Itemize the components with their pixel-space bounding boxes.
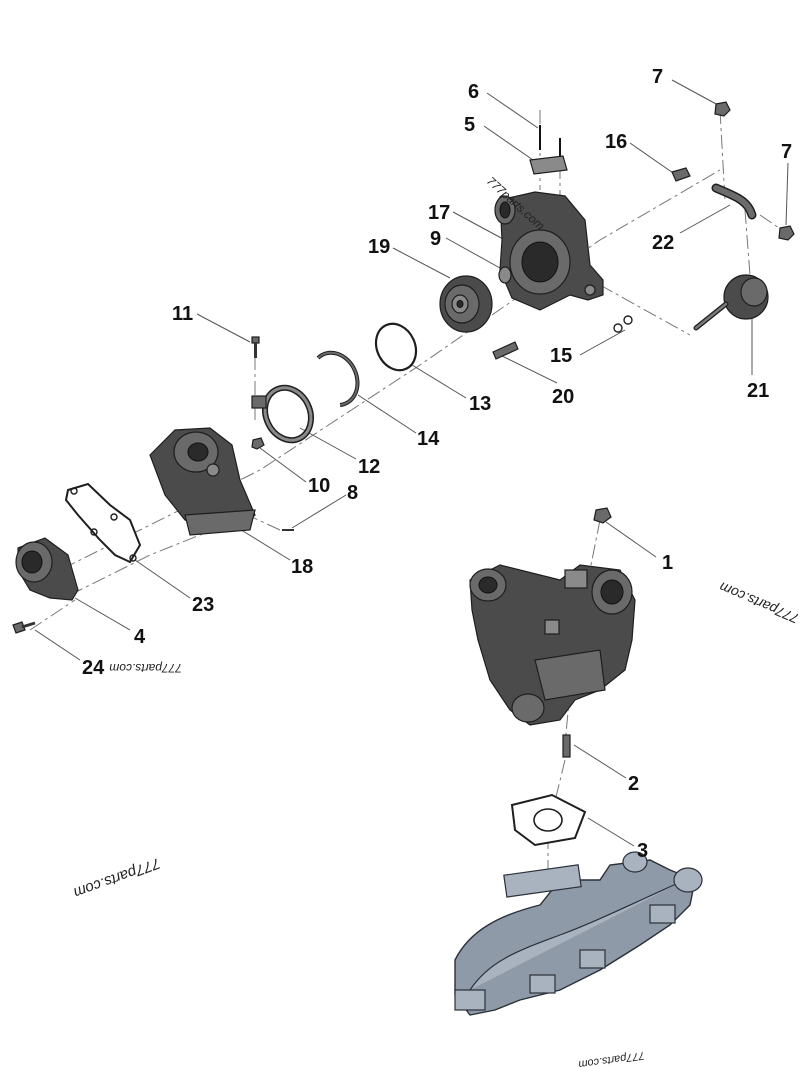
callout-7-top: 7 [652, 66, 663, 88]
callout-9: 9 [430, 228, 441, 250]
callout-23: 23 [192, 594, 214, 616]
callout-22: 22 [652, 232, 674, 254]
part-20-rod[interactable] [492, 341, 519, 360]
callout-6: 6 [468, 81, 479, 103]
leader-lines [34, 79, 789, 847]
assembly-axis-lines [29, 109, 786, 885]
part-6-pin[interactable] [539, 125, 561, 158]
part-16-fitting[interactable] [671, 167, 691, 182]
callout-11: 11 [172, 303, 193, 325]
callout-16: 16 [605, 131, 627, 153]
part-11-bolt[interactable] [251, 336, 260, 358]
part-15-o-rings[interactable] [613, 315, 633, 333]
callout-3: 3 [637, 840, 648, 862]
callout-17: 17 [428, 202, 450, 224]
part-23-gasket[interactable] [64, 482, 142, 564]
callout-labels: 7 6 5 16 7 17 9 19 22 11 15 20 21 13 14 … [82, 66, 792, 862]
part-22-hose[interactable] [711, 183, 757, 220]
part-5-plate[interactable] [529, 155, 568, 175]
part-4-elbow-adapter[interactable] [15, 537, 79, 601]
part-10-nut[interactable] [251, 437, 265, 450]
part-24-bolt[interactable] [12, 621, 36, 634]
callout-14: 14 [417, 428, 440, 450]
part-13-o-ring[interactable] [369, 317, 424, 377]
part-18-turbine-housing[interactable] [149, 427, 256, 536]
callout-20: 20 [552, 386, 574, 408]
part-17-compressor-housing[interactable] [494, 191, 604, 311]
part-7-nut-right[interactable] [778, 225, 795, 241]
callout-12: 12 [358, 456, 380, 478]
exhaust-manifold[interactable] [454, 851, 703, 1016]
turbocharger-assembly[interactable] [469, 564, 636, 726]
callout-18: 18 [291, 556, 313, 578]
callout-13: 13 [469, 393, 491, 415]
callout-24: 24 [82, 657, 105, 679]
callout-4: 4 [134, 626, 146, 648]
callout-7-right: 7 [781, 141, 792, 163]
part-3-gasket[interactable] [510, 793, 587, 847]
part-14-snap-ring[interactable] [316, 350, 360, 407]
part-21-actuator[interactable] [693, 274, 769, 331]
callout-2: 2 [628, 773, 639, 795]
part-9-gasket[interactable] [498, 266, 512, 284]
part-7-nut-top[interactable] [714, 101, 731, 117]
watermark-text: 777parts.com [578, 1049, 646, 1067]
callout-1: 1 [662, 552, 673, 574]
part-12-v-band-clamp[interactable] [251, 380, 319, 448]
callout-19: 19 [368, 236, 390, 258]
callout-10: 10 [308, 475, 330, 497]
callout-8: 8 [347, 482, 358, 504]
callout-5: 5 [464, 114, 475, 136]
part-19-backplate[interactable] [439, 275, 493, 333]
watermark-text: 777parts.com [717, 579, 800, 627]
watermark-text: 777parts.com [109, 661, 182, 675]
callout-21: 21 [747, 380, 769, 402]
callout-15: 15 [550, 345, 572, 367]
watermark-text: 777parts.com [71, 854, 162, 901]
part-2-stud[interactable] [562, 734, 571, 758]
part-1-nut[interactable] [593, 507, 612, 524]
